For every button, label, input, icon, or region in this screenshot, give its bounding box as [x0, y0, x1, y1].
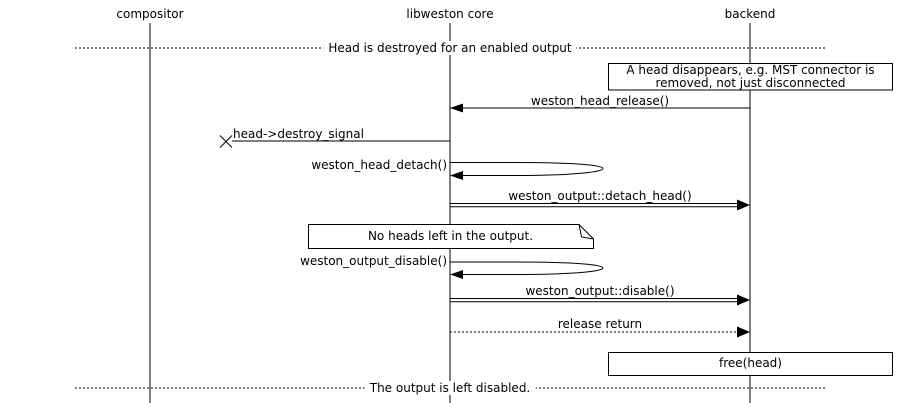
- selfcall-head-detach-loop: [450, 162, 604, 176]
- box-free-head-text: free(head): [719, 356, 782, 370]
- note-head-disappears-box: [608, 63, 893, 91]
- arrow-detach-head-arrowhead: [737, 199, 750, 211]
- note-no-heads-text: No heads left in the output.: [367, 229, 534, 243]
- note-no-heads-shape: [308, 224, 594, 249]
- entity-label-compositor: compositor: [116, 7, 184, 21]
- divider-bottom-label: The output is left disabled.: [364, 381, 536, 395]
- msg-disable-label: weston_output::disable(): [525, 284, 675, 298]
- entity-label-backend: backend: [724, 7, 776, 21]
- msg-destroy-signal-label: head->destroy_signal: [233, 127, 364, 141]
- arrow-release-head: [450, 103, 463, 113]
- arrow-disable-arrowhead: [737, 294, 750, 306]
- note-no-heads-fold-icon: [578, 224, 594, 240]
- divider-top-label: Head is destroyed for an enabled output: [323, 41, 577, 55]
- msg-detach-head-label: weston_output::detach_head(): [508, 189, 692, 203]
- msg-head-detach-label: weston_head_detach(): [311, 158, 447, 172]
- lost-message-x-icon: [219, 135, 233, 148]
- selfcall-head-detach-arrowhead: [450, 171, 463, 180]
- note-head-disappears-text: A head disappears, e.g. MST connector is…: [626, 63, 875, 90]
- selfcall-output-disable-loop: [450, 261, 604, 275]
- msg-release-label: weston_head_release(): [530, 94, 670, 108]
- entity-label-libweston-core: libweston core: [406, 7, 494, 21]
- arrow-release-return-arrowhead: [737, 326, 750, 338]
- selfcall-output-disable-arrowhead: [450, 270, 463, 279]
- msg-output-disable-label: weston_output_disable(): [300, 254, 447, 268]
- msg-release-return-label: release return: [557, 317, 643, 331]
- box-free-head: [608, 352, 893, 376]
